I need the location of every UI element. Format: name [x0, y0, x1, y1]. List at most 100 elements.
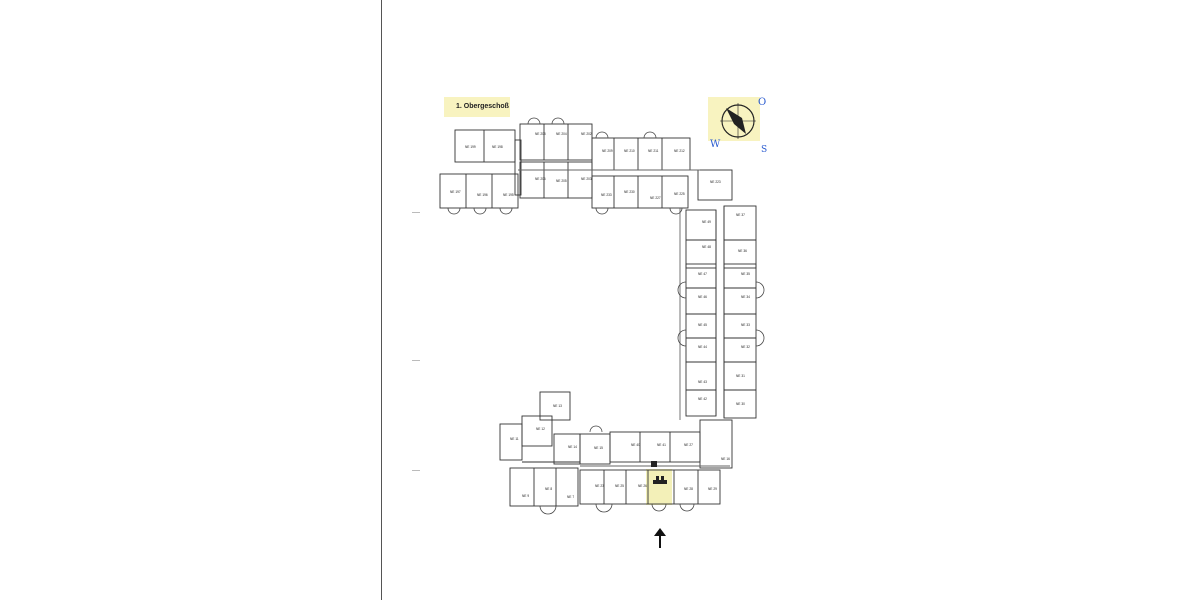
- scan-edge-mark: [412, 212, 420, 213]
- bay-window: [755, 281, 765, 299]
- room-label: NE 196: [477, 193, 488, 197]
- compass-south-letter: S: [761, 145, 768, 155]
- room-block: [685, 361, 717, 417]
- room-block: [521, 415, 553, 447]
- room-label: NE 47: [698, 272, 707, 276]
- compass-east-letter: O: [758, 97, 767, 108]
- room-block: [697, 169, 733, 201]
- room-label: NE 223: [710, 180, 721, 184]
- room-label: NE 43: [698, 380, 707, 384]
- door-arc: [595, 207, 609, 215]
- room-block: [454, 129, 516, 163]
- room-label: NE 197: [450, 190, 461, 194]
- room-block: [519, 123, 593, 161]
- room-label: NE 199: [465, 145, 476, 149]
- door-arc: [447, 207, 461, 215]
- room-label: NE 209: [602, 149, 613, 153]
- room-block: [591, 175, 689, 209]
- room-block: [723, 263, 757, 315]
- location-highlight: [646, 469, 672, 505]
- floor-label-highlight: [444, 97, 510, 117]
- room-label: NE 14: [568, 445, 577, 449]
- room-label: NE 41: [657, 443, 666, 447]
- room-label: NE 7: [567, 495, 574, 499]
- room-label: NE 9: [522, 494, 529, 498]
- room-label: NE 42: [698, 397, 707, 401]
- room-label: NE 11: [510, 437, 519, 441]
- room-block: [609, 431, 701, 463]
- room-label: NE 203: [581, 177, 592, 181]
- corridor: [514, 139, 522, 196]
- room-label: NE 23: [595, 484, 604, 488]
- room-block: [439, 173, 519, 209]
- room-label: NE 198: [492, 145, 503, 149]
- door-arc: [473, 207, 487, 215]
- door-arc: [679, 503, 695, 512]
- room-label: NE 44: [698, 345, 707, 349]
- room-label: NE 26: [638, 484, 647, 488]
- floor-label: 1. Obergeschoß: [456, 103, 509, 110]
- bay-window: [677, 281, 687, 299]
- room-label: NE 205: [556, 179, 567, 183]
- room-label: NE 225: [674, 192, 685, 196]
- room-label: NE 227: [650, 196, 661, 200]
- room-label: NE 206: [535, 177, 546, 181]
- room-label: NE 210: [624, 149, 635, 153]
- room-block: [591, 137, 691, 171]
- room-label: NE 40: [631, 443, 640, 447]
- room-label: NE 13: [553, 404, 562, 408]
- door-arc: [651, 503, 667, 512]
- room-label: NE 28: [684, 487, 693, 491]
- room-label: NE 34: [741, 295, 750, 299]
- door-arc: [499, 207, 513, 215]
- room-label: NE 230: [624, 190, 635, 194]
- room-block: [509, 467, 579, 507]
- room-label: NE 48: [702, 245, 711, 249]
- room-label: NE 208: [535, 132, 546, 136]
- room-label: NE 27: [684, 443, 693, 447]
- compass-west-letter: W: [710, 139, 721, 150]
- room-label: NE 36: [738, 249, 747, 253]
- room-label: NE 15: [594, 446, 603, 450]
- door-arc: [643, 131, 657, 139]
- room-label: NE 33: [741, 323, 750, 327]
- room-label: NE 45: [698, 323, 707, 327]
- compass-icon: [720, 103, 756, 139]
- room-label: NE 233: [601, 193, 612, 197]
- room-block: [685, 209, 717, 269]
- room-label: NE 204: [556, 132, 567, 136]
- room-label: NE 8: [545, 487, 552, 491]
- location-marker-icon: [651, 461, 667, 484]
- room-label: NE 16: [721, 457, 730, 461]
- entrance-arrow-icon: [654, 528, 666, 548]
- door-arc: [595, 131, 609, 139]
- room-label: NE 202: [581, 132, 592, 136]
- room-label: NE 32: [741, 345, 750, 349]
- door-arc: [589, 425, 603, 433]
- door-arc: [551, 117, 565, 125]
- bay-window: [755, 329, 765, 347]
- bay-window: [677, 329, 687, 347]
- door-arc: [669, 207, 683, 215]
- room-label: NE 49: [702, 220, 711, 224]
- room-label: NE 30: [736, 402, 745, 406]
- room-label: NE 29: [708, 487, 717, 491]
- room-block: [579, 469, 721, 505]
- room-label: NE 31: [736, 374, 745, 378]
- room-block: [499, 423, 523, 461]
- door-arc: [539, 505, 557, 515]
- room-label: NE 12: [536, 427, 545, 431]
- room-label: NE 46: [698, 295, 707, 299]
- room-label: NE 35: [741, 272, 750, 276]
- door-arc: [527, 117, 541, 125]
- room-label: NE 195: [503, 193, 514, 197]
- room-label: NE 211: [648, 149, 659, 153]
- door-arc: [595, 503, 613, 513]
- room-block: [539, 391, 571, 421]
- room-label: NE 37: [736, 213, 745, 217]
- room-label: NE 25: [615, 484, 624, 488]
- room-label: NE 212: [674, 149, 685, 153]
- scan-edge-mark: [412, 470, 420, 471]
- room-block: [553, 433, 581, 465]
